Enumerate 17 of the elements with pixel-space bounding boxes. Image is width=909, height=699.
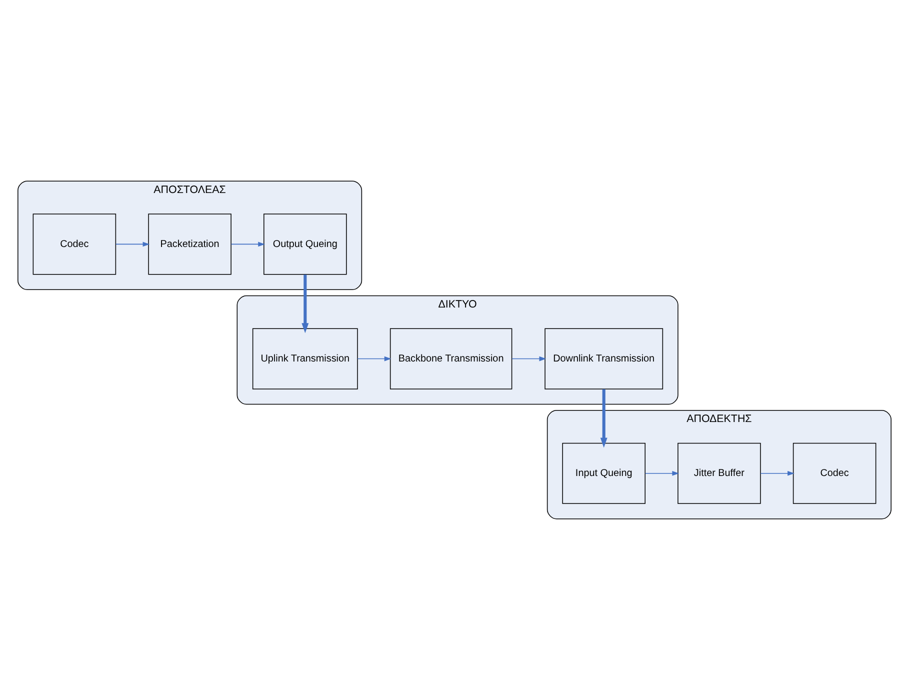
arrow	[357, 356, 392, 361]
node-box: Codec	[32, 213, 116, 274]
arrow	[512, 356, 546, 361]
node-box: Downlink Transmission	[544, 328, 664, 389]
arrow	[644, 470, 680, 476]
arrow	[760, 470, 794, 476]
node-box: Uplink Transmission	[252, 328, 358, 389]
arrow	[230, 241, 266, 246]
node-box: Packetization	[148, 213, 232, 274]
arrow	[600, 388, 608, 448]
node-box: Jitter Buffer	[678, 442, 761, 504]
node-box: Codec	[792, 442, 876, 504]
arrow	[302, 274, 309, 333]
node-box: Backbone Transmission	[390, 328, 512, 389]
arrow	[116, 241, 150, 246]
node-box: Output Queing	[264, 213, 347, 274]
node-box: Input Queing	[562, 442, 646, 504]
